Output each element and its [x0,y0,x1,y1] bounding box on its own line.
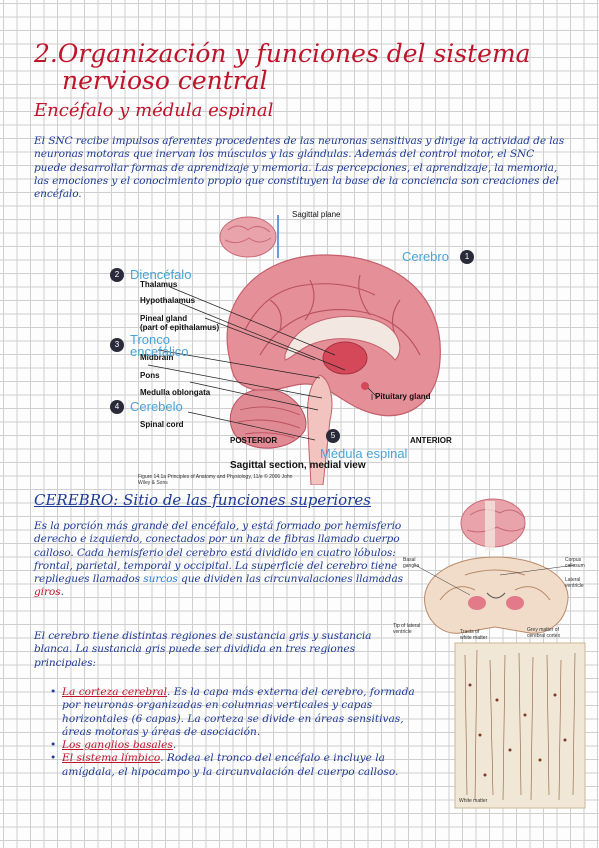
coronal-brain-image [414,498,586,809]
label-tracts: Tracts of white matter [460,629,488,641]
label-sagittal-plane: Sagittal plane [292,210,341,219]
section2-heading: CEREBRO: Sitio de las funciones superior… [34,490,371,510]
callout-1-number: 1 [460,250,474,264]
callout-3-number: 3 [110,338,124,352]
callout-tronco: Tronco encefálico [130,332,189,359]
callout-diencefalo: Diencéfalo [130,267,192,282]
section1-heading: Encéfalo y médula espinal [34,100,274,121]
list-item-text: . Rodea el tronco del encéfalo e incluye… [62,752,399,778]
label-basal-ganglia: Basal ganglia [403,557,420,569]
label-medulla: Medulla oblongata [140,388,211,397]
label-midbrain: Midbrain [140,353,174,362]
label-pineal-gland: Pineal gland [140,314,188,323]
title-line1: Organización y funciones del sistema [57,39,531,68]
term-giros: giros [34,586,61,599]
coronal-brain-figure: Basal ganglia Corpus callosum Lateral ve… [393,495,590,810]
label-spinal-cord: Spinal cord [140,420,184,429]
list-item: Los ganglios basales. [48,739,418,753]
label-corpus-callosum: Corpus callosum [565,557,585,569]
paragraph-a-end: . [60,586,64,599]
label-anterior: ANTERIOR [410,436,452,445]
label-hypothalamus: Hypothalamus [140,296,196,305]
list-item: La corteza cerebral. Es la capa más exte… [48,686,418,739]
label-thalamus: Thalamus [140,280,178,289]
label-tip-lateral: Tip of lateral ventricle [393,623,421,635]
label-white-matter: White matter [459,798,488,804]
title-line2: nervioso central [62,66,268,95]
label-pituitary: Pituitary gland [375,392,431,401]
label-posterior: POSTERIOR [230,436,278,445]
label-pons: Pons [140,371,160,380]
list-item-text: . Es la capa más externa del cerebro, fo… [62,686,415,738]
callout-4-number: 4 [110,400,124,414]
callout-2-number: 2 [110,268,124,282]
term-ganglios: Los ganglios basales [62,739,173,752]
list-item-text: . [172,739,177,752]
callout-5-number: 5 [326,429,340,443]
paragraph-a-mid: que dividen las circunvalaciones llamada… [177,573,404,586]
term-corteza: La corteza cerebral [62,686,167,698]
section2-heading-underlined: CEREBRO [34,491,114,509]
list-item: El sistema límbico. Rodea el tronco del … [48,752,418,779]
term-sistema-limbico: El sistema límbico [62,752,161,765]
label-view: Sagittal section, medial view [230,460,366,471]
section2-paragraph-b: El cerebro tiene distintas regiones de s… [34,630,372,669]
section2-paragraph-a: Es la porción más grande del encéfalo, y… [34,520,409,600]
brain-sagittal-figure: Sagittal plane Thalamus Hypothalamus Pin… [110,210,480,486]
callout-cerebelo: Cerebelo [130,399,183,414]
term-surcos: surcos [143,573,178,586]
brain-sagittal-image [147,215,441,486]
callout-cerebro: Cerebro [402,249,449,264]
title-number: 2. [34,39,58,68]
paragraph-a-text: Es la porción más grande del encéfalo, y… [34,520,402,586]
label-lateral-ventricle: Lateral ventricle [565,577,584,589]
section2-heading-rest: : Sitio de las funciones superiores [113,491,371,509]
label-grey-matter: Grey matter of cerebral cortex [527,627,561,639]
page-title: 2.Organización y funciones del sistema n… [34,40,574,94]
figure-caption: Figure 14.1a Principles of Anatomy and P… [138,474,293,486]
label-pineal-sub: (part of epithalamus) [140,323,220,332]
callout-medula: Médula espinal [320,446,408,461]
gray-matter-list: La corteza cerebral. Es la capa más exte… [48,686,418,779]
section1-paragraph: El SNC recibe impulsos aferentes procede… [34,135,565,201]
